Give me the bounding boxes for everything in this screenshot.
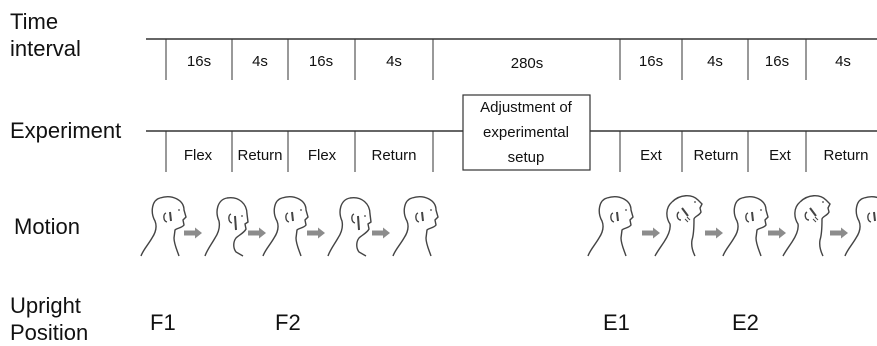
adjustment-line3: setup <box>508 149 545 166</box>
position-e1: E1 <box>603 310 630 335</box>
adjustment-line1: Adjustment of <box>480 99 573 116</box>
time-interval: 16s <box>639 53 663 70</box>
experiment-step: Ext <box>640 147 663 164</box>
experiment-dividers <box>165 131 807 172</box>
experiment-step: Flex <box>308 147 337 164</box>
motion-sequence <box>140 194 877 257</box>
adjustment-line2: experimental <box>483 124 569 141</box>
position-e2: E2 <box>732 310 759 335</box>
arrow-right-icon <box>705 227 723 239</box>
arrow-right-icon <box>830 227 848 239</box>
head-flexed-icon <box>204 196 249 257</box>
experiment-label: Experiment <box>10 118 122 143</box>
arrow-right-icon <box>372 227 390 239</box>
position-f2: F2 <box>275 310 301 335</box>
arrow-right-icon <box>642 227 660 239</box>
upright-label-line1: Upright <box>10 293 81 318</box>
time-interval: 4s <box>252 53 268 70</box>
time-interval-labels: 16s 4s 16s 4s 280s 16s 4s 16s 4s <box>187 53 851 72</box>
adjustment-box <box>462 94 591 171</box>
head-flexed-icon <box>327 196 372 257</box>
experiment-step: Return <box>693 147 738 164</box>
arrow-right-icon <box>768 227 786 239</box>
time-interval: 16s <box>309 53 333 70</box>
time-label-line1: Time <box>10 9 59 34</box>
time-interval: 4s <box>386 53 402 70</box>
time-interval-label: Time interval <box>10 8 81 62</box>
experiment-step: Ext <box>769 147 792 164</box>
position-f1: F1 <box>150 310 176 335</box>
experiment-step: Return <box>371 147 416 164</box>
head-neutral-icon <box>587 195 634 257</box>
time-dividers <box>165 39 807 80</box>
head-extended-icon <box>654 194 703 257</box>
upright-position-label: Upright Position <box>10 292 88 346</box>
time-label-line2: interval <box>10 36 81 61</box>
experiment-step: Return <box>237 147 282 164</box>
head-neutral-icon <box>844 195 877 257</box>
head-neutral-icon <box>262 195 309 257</box>
arrow-right-icon <box>248 227 266 239</box>
time-interval: 4s <box>835 53 851 70</box>
time-interval: 280s <box>511 55 544 72</box>
adjustment-box-text: Adjustment of experimental setup <box>480 99 573 166</box>
head-extended-icon <box>782 194 831 257</box>
time-interval: 4s <box>707 53 723 70</box>
head-neutral-icon <box>722 195 769 257</box>
time-interval: 16s <box>765 53 789 70</box>
arrow-right-icon <box>307 227 325 239</box>
experiment-step: Return <box>823 147 868 164</box>
head-neutral-icon <box>392 195 439 257</box>
motion-label: Motion <box>14 214 81 239</box>
head-neutral-icon <box>140 195 187 257</box>
time-interval: 16s <box>187 53 211 70</box>
arrow-right-icon <box>184 227 202 239</box>
experiment-step-labels: Flex Return Flex Return Ext Return Ext R… <box>184 147 869 164</box>
experiment-step: Flex <box>184 147 213 164</box>
upright-label-line2: Position <box>10 320 89 345</box>
